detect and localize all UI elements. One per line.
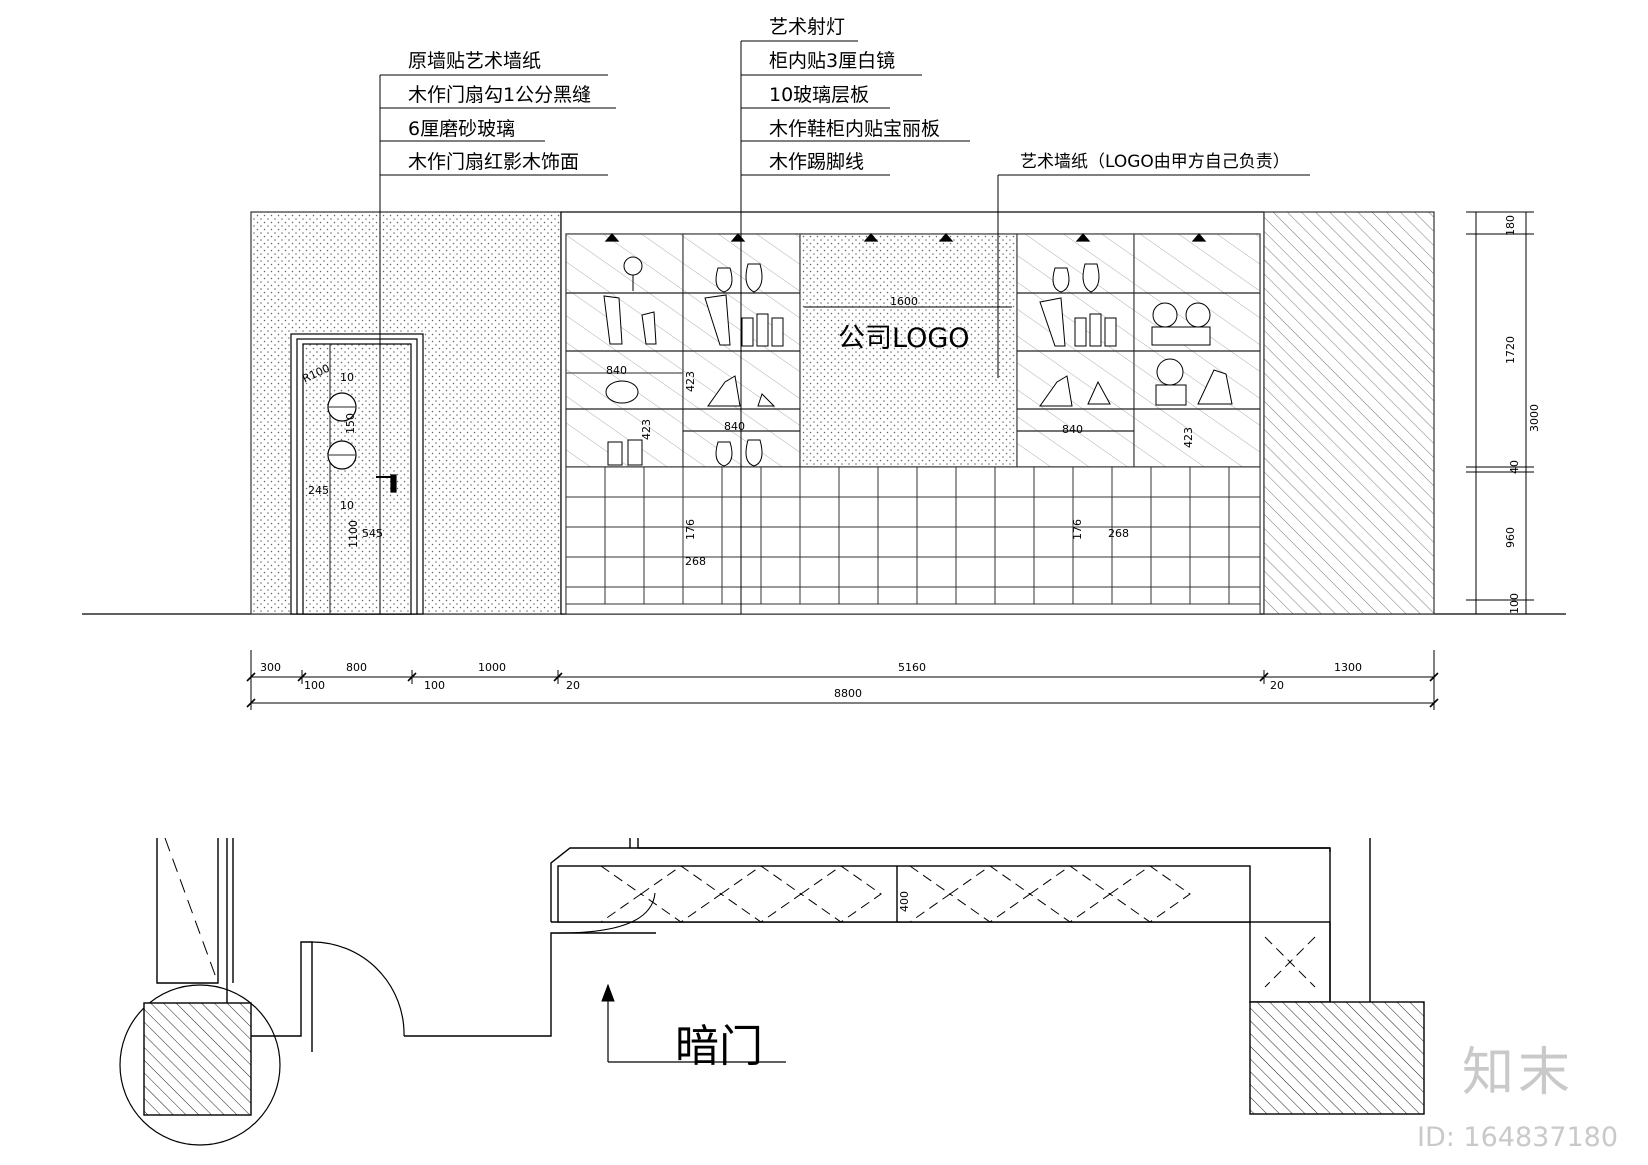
- dim-bottom-1300: 1300: [1334, 661, 1362, 674]
- dim-shelf-height-c: 423: [1182, 427, 1195, 448]
- label-art-spotlight: 艺术射灯: [769, 16, 846, 38]
- dim-door-10a: 10: [340, 371, 354, 384]
- dim-shoe-width-b: 268: [1108, 527, 1129, 540]
- dim-shelf-width-c: 840: [1062, 423, 1083, 436]
- watermark-id: ID: 164837180: [1417, 1122, 1619, 1153]
- dim-door-10b: 10: [340, 499, 354, 512]
- dim-shelf-height-b: 423: [640, 419, 653, 440]
- dim-shelf-width-a: 840: [606, 364, 627, 377]
- dim-bottom-1000: 1000: [478, 661, 506, 674]
- dim-bottom-300: 300: [260, 661, 281, 674]
- elevation-view: [82, 40, 1566, 710]
- dim-door-545: 545: [362, 527, 383, 540]
- dim-right-100: 100: [1508, 593, 1521, 614]
- plan-view: [119, 837, 1425, 1146]
- dim-door-1100: 1100: [347, 520, 360, 548]
- dim-door-245: 245: [308, 484, 329, 497]
- dim-bottom-100b: 100: [424, 679, 445, 692]
- company-logo-text: 公司LOGO: [838, 323, 970, 354]
- dim-plan-400: 400: [898, 891, 911, 912]
- dim-shelf-width-b: 840: [724, 420, 745, 433]
- label-door-veneer: 木作门扇红影木饰面: [408, 151, 580, 173]
- dim-bottom-20a: 20: [566, 679, 580, 692]
- dim-right-40: 40: [1508, 460, 1521, 474]
- dim-bottom-5160: 5160: [898, 661, 926, 674]
- label-glass-shelf: 10玻璃层板: [769, 84, 870, 106]
- label-shoe-cabinet-board: 木作鞋柜内贴宝丽板: [769, 118, 941, 140]
- dim-right-180: 180: [1504, 215, 1517, 236]
- dim-door-150: 150: [344, 413, 357, 434]
- dim-shelf-height-a: 423: [684, 371, 697, 392]
- watermark-brand: 知末: [1462, 1043, 1575, 1103]
- dim-shoe-height-a: 176: [684, 519, 697, 540]
- label-door-black-seam: 木作门扇勾1公分黑缝: [408, 84, 592, 106]
- dim-shoe-height-b: 176: [1071, 519, 1084, 540]
- dim-right-1720: 1720: [1504, 336, 1517, 364]
- label-skirting: 木作踢脚线: [769, 151, 865, 173]
- label-art-wallpaper-logo: 艺术墙纸（LOGO由甲方自己负责）: [1020, 152, 1290, 172]
- dim-right-960: 960: [1504, 527, 1517, 548]
- dim-bottom-20b: 20: [1270, 679, 1284, 692]
- dim-shoe-width-a: 268: [685, 555, 706, 568]
- dim-right-total: 3000: [1528, 404, 1541, 432]
- dim-bottom-100a: 100: [304, 679, 325, 692]
- label-wall-wallpaper: 原墙贴艺术墙纸: [408, 50, 542, 72]
- label-frosted-glass: 6厘磨砂玻璃: [408, 118, 516, 140]
- dim-logo-width: 1600: [890, 295, 918, 308]
- label-white-mirror: 柜内贴3厘白镜: [769, 50, 896, 72]
- dim-bottom-total: 8800: [834, 687, 862, 700]
- dim-bottom-800: 800: [346, 661, 367, 674]
- hidden-door-label: 暗门: [675, 1021, 763, 1072]
